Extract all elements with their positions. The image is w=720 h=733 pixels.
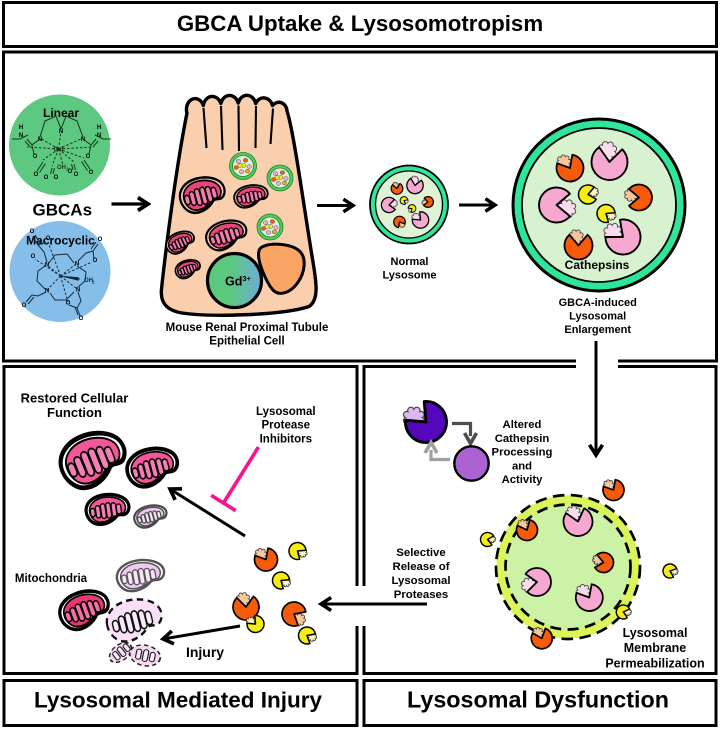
svg-text:Cathepsin: Cathepsin bbox=[495, 433, 550, 445]
svg-text:O: O bbox=[98, 237, 103, 243]
svg-text:Injury: Injury bbox=[186, 644, 224, 660]
svg-text:and: and bbox=[512, 460, 532, 472]
svg-text:O: O bbox=[54, 175, 59, 181]
svg-text:H: H bbox=[97, 125, 101, 131]
svg-text:Macrocyclic: Macrocyclic bbox=[26, 234, 95, 248]
svg-text:N: N bbox=[75, 262, 79, 268]
svg-text:OH: OH bbox=[84, 278, 93, 284]
svg-text:O: O bbox=[31, 254, 36, 260]
svg-text:GBCA Uptake & Lysosomotropism: GBCA Uptake & Lysosomotropism bbox=[177, 11, 543, 36]
svg-text:Lysosomal: Lysosomal bbox=[391, 575, 450, 587]
svg-text:GBCAs: GBCAs bbox=[33, 201, 93, 220]
svg-text:N: N bbox=[76, 288, 80, 294]
svg-text:Lysosomal Dysfunction: Lysosomal Dysfunction bbox=[407, 687, 669, 713]
svg-text:Processing: Processing bbox=[492, 447, 553, 459]
svg-text:H: H bbox=[19, 125, 23, 131]
svg-text:OH: OH bbox=[57, 165, 66, 171]
svg-text:Inhibitors: Inhibitors bbox=[260, 433, 312, 445]
svg-text:O: O bbox=[93, 258, 98, 264]
svg-text:Lysosomal Mediated Injury: Lysosomal Mediated Injury bbox=[34, 688, 322, 713]
svg-text:N: N bbox=[38, 137, 42, 143]
svg-text:N: N bbox=[19, 133, 23, 139]
svg-text:Permeabilization: Permeabilization bbox=[605, 656, 704, 670]
svg-text:Lysosomal: Lysosomal bbox=[569, 311, 626, 323]
svg-text:Epithelial Cell: Epithelial Cell bbox=[209, 336, 284, 348]
svg-text:N: N bbox=[45, 289, 49, 295]
svg-text:O: O bbox=[44, 175, 49, 181]
svg-text:Restored Cellular: Restored Cellular bbox=[21, 391, 129, 406]
svg-text:O: O bbox=[34, 172, 39, 178]
svg-text:GBCA-induced: GBCA-induced bbox=[559, 297, 637, 309]
svg-text:O: O bbox=[86, 154, 91, 160]
svg-text:Normal: Normal bbox=[391, 256, 429, 268]
svg-text:Selective: Selective bbox=[396, 547, 445, 559]
svg-text:O: O bbox=[30, 229, 35, 235]
svg-text:Lysosomal: Lysosomal bbox=[623, 626, 688, 640]
svg-text:Release of: Release of bbox=[393, 561, 450, 573]
svg-text:2: 2 bbox=[66, 167, 69, 172]
svg-text:Cathepsins: Cathepsins bbox=[565, 258, 630, 272]
svg-text:Function: Function bbox=[47, 405, 102, 420]
svg-text:Activity: Activity bbox=[502, 474, 544, 486]
svg-text:Lysosomal: Lysosomal bbox=[256, 406, 316, 418]
svg-text:Enlargement: Enlargement bbox=[564, 324, 631, 336]
svg-text:O: O bbox=[68, 169, 73, 175]
svg-text:Altered: Altered bbox=[503, 419, 542, 431]
svg-text:Proteases: Proteases bbox=[394, 589, 448, 601]
svg-text:N: N bbox=[59, 129, 63, 135]
svg-text:O: O bbox=[79, 316, 84, 322]
svg-text:N: N bbox=[97, 133, 101, 139]
svg-text:O: O bbox=[89, 170, 94, 176]
svg-text:Mitochondria: Mitochondria bbox=[15, 573, 88, 585]
svg-text:2: 2 bbox=[92, 280, 95, 285]
svg-text:Lysosome: Lysosome bbox=[382, 270, 436, 282]
svg-text:Membrane: Membrane bbox=[624, 641, 687, 655]
svg-text:O: O bbox=[22, 303, 27, 309]
svg-text:Linear: Linear bbox=[43, 106, 79, 120]
svg-text:Protease: Protease bbox=[262, 420, 311, 432]
svg-text:Mouse Renal Proximal Tubule: Mouse Renal Proximal Tubule bbox=[166, 322, 329, 334]
svg-text:N: N bbox=[81, 137, 85, 143]
svg-text:N: N bbox=[45, 263, 49, 269]
svg-text:O: O bbox=[66, 301, 71, 307]
svg-text:Gd: Gd bbox=[54, 147, 64, 154]
svg-text:O: O bbox=[33, 154, 38, 160]
svg-text:O: O bbox=[74, 172, 79, 178]
svg-text:O: O bbox=[46, 236, 51, 242]
